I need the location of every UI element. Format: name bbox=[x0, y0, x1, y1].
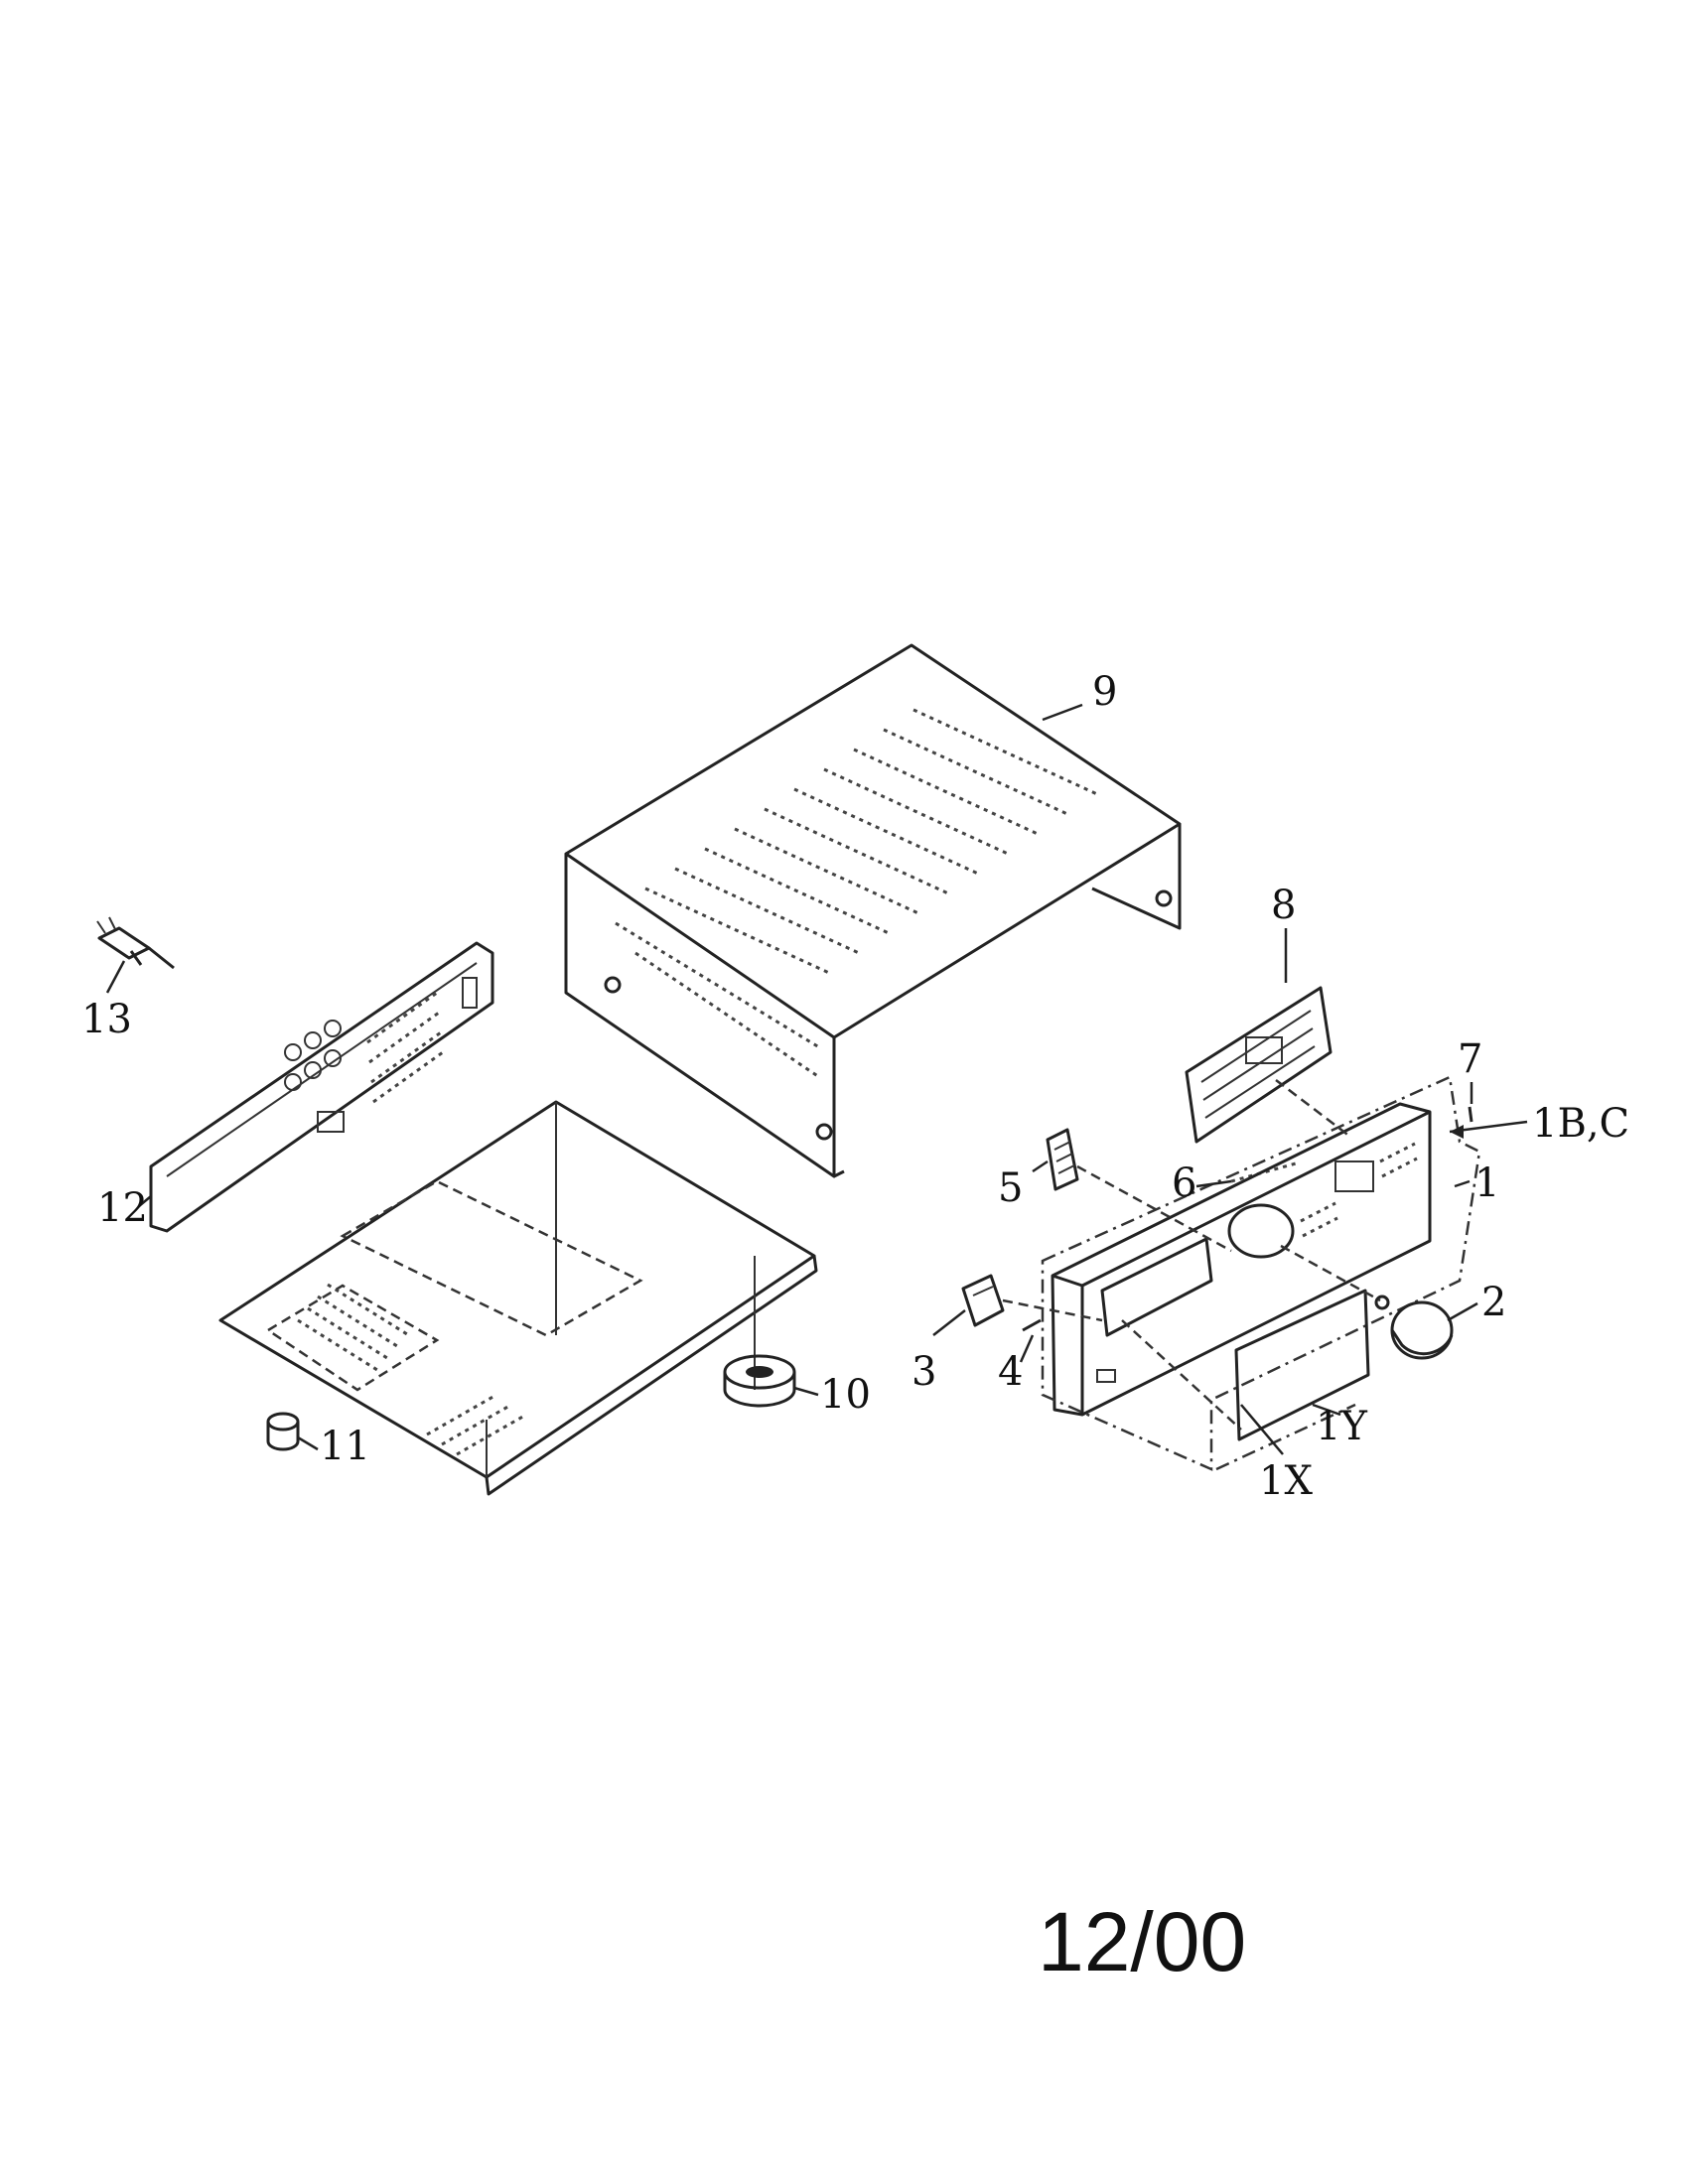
volume-dial-opening-icon bbox=[1227, 1203, 1295, 1259]
callout-6: 6 bbox=[1172, 1160, 1196, 1206]
part-4-screw-icon bbox=[1022, 1318, 1042, 1332]
callout-5: 5 bbox=[998, 1165, 1023, 1211]
part-1y-sub-panel bbox=[1234, 1289, 1370, 1441]
part-10-round-foot-icon bbox=[723, 1354, 796, 1408]
callout-9: 9 bbox=[1092, 669, 1117, 715]
part-9-top-cover bbox=[564, 643, 1182, 1178]
callout-1: 1 bbox=[1474, 1160, 1499, 1206]
callout-8: 8 bbox=[1271, 883, 1296, 928]
callout-1y: 1Y bbox=[1316, 1404, 1367, 1449]
callout-4: 4 bbox=[998, 1349, 1023, 1395]
callout-3: 3 bbox=[912, 1349, 936, 1395]
callout-13: 13 bbox=[81, 997, 132, 1042]
callout-11: 11 bbox=[320, 1424, 370, 1469]
assembly-lines bbox=[1002, 1079, 1381, 1431]
part-7-screw-icon bbox=[1468, 1106, 1474, 1123]
leader-lines bbox=[105, 703, 1528, 1455]
part-13-power-cord-plug-icon bbox=[96, 916, 175, 970]
callout-labels: 9 8 7 1B,C 6 5 1 2 3 4 1Y 1X 10 11 12 13 bbox=[81, 669, 1629, 1504]
callout-12: 12 bbox=[97, 1185, 148, 1231]
part-2-knob-icon bbox=[1374, 1295, 1454, 1360]
screw-hole-icon bbox=[1155, 889, 1173, 907]
screw-hole-icon bbox=[815, 1123, 833, 1141]
part-12-rear-panel bbox=[149, 941, 494, 1233]
screw-hole-icon bbox=[604, 976, 622, 994]
callout-10: 10 bbox=[820, 1372, 871, 1418]
part-5-switch-block-icon bbox=[1046, 1128, 1079, 1191]
callout-2: 2 bbox=[1481, 1280, 1506, 1325]
part-8-display-board bbox=[1185, 986, 1333, 1144]
part-1-front-panel bbox=[1041, 1075, 1481, 1471]
callout-1x: 1X bbox=[1259, 1458, 1313, 1504]
part-6-led-strip bbox=[1230, 1161, 1297, 1183]
callout-7: 7 bbox=[1458, 1036, 1482, 1082]
part-3-connector-icon bbox=[961, 1274, 1005, 1327]
part-11-foot-icon bbox=[266, 1412, 300, 1451]
chassis-base-board bbox=[218, 1100, 818, 1496]
date-stamp: 12/00 bbox=[1038, 1895, 1246, 1988]
callout-1bc: 1B,C bbox=[1532, 1101, 1629, 1147]
